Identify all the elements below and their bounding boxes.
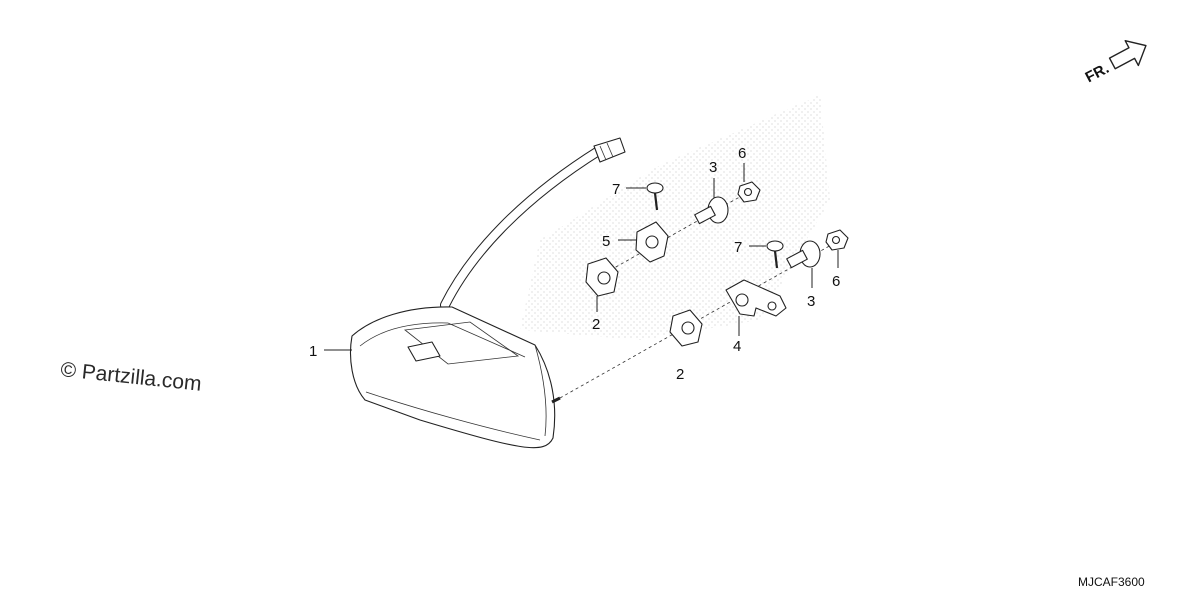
nut-lower-part (825, 229, 849, 251)
wire-harness (440, 137, 626, 310)
diagram-code: MJCAF3600 (1078, 575, 1145, 589)
screw-lower-part (766, 240, 784, 269)
nut-upper-part (737, 181, 761, 203)
grommet-upper-part (585, 257, 619, 297)
front-direction-indicator: FR. (1083, 40, 1147, 86)
callout-3-upper: 3 (709, 159, 717, 176)
callout-5: 5 (602, 233, 610, 250)
stay-upper-part (635, 221, 669, 263)
callout-3-lower: 3 (807, 293, 815, 310)
collar-lower-part (786, 240, 821, 269)
screw-upper-part (646, 182, 664, 211)
callout-6-lower: 6 (832, 273, 840, 290)
watermark-text: © Partzilla.com (59, 358, 202, 396)
stay-lower-part (725, 279, 787, 317)
tail-light-body (349, 306, 561, 449)
grommet-lower-part (669, 309, 703, 347)
front-direction-label: FR. (1083, 60, 1112, 86)
callout-4: 4 (733, 338, 741, 355)
callout-7-upper: 7 (612, 181, 620, 198)
callout-6-upper: 6 (738, 145, 746, 162)
callout-2-lower: 2 (676, 366, 684, 383)
callout-1: 1 (309, 343, 317, 360)
front-arrow-icon (1108, 40, 1147, 70)
collar-upper-part (694, 196, 729, 225)
callout-2-upper: 2 (592, 316, 600, 333)
callout-7-lower: 7 (734, 239, 742, 256)
